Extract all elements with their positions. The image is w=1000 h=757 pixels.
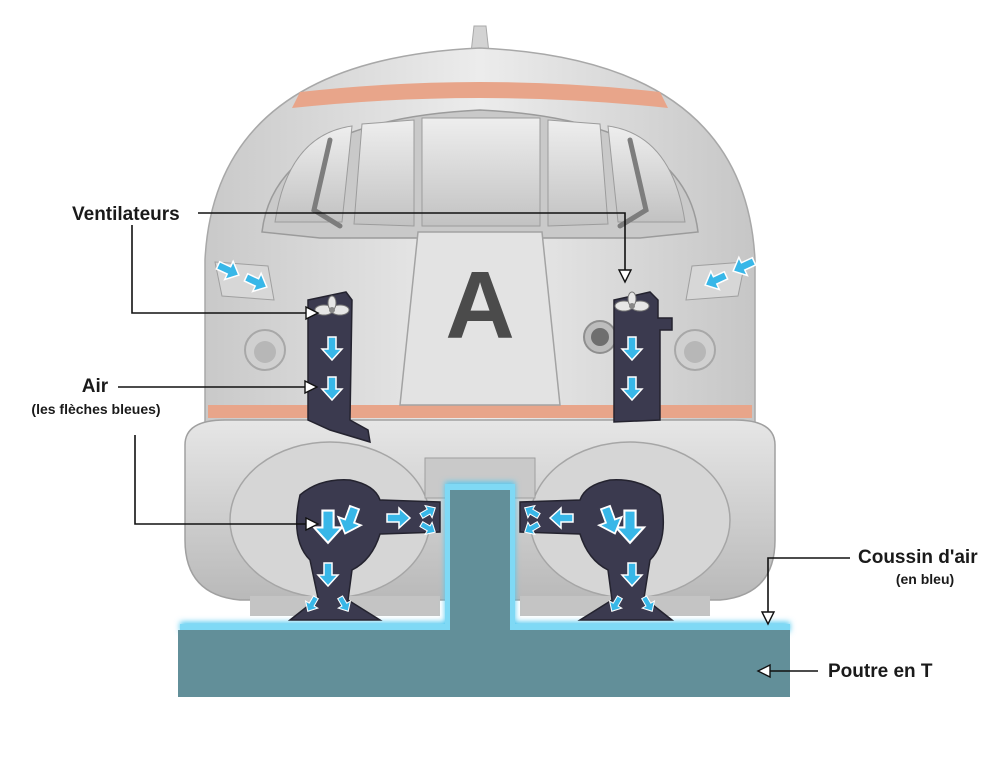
label-cushion-sub: (en bleu): [896, 571, 954, 587]
logo-letter: A: [445, 252, 514, 359]
vehicle-body: [205, 26, 755, 455]
label-air-sub: (les flèches bleues): [31, 401, 160, 417]
label-air: Air: [82, 376, 109, 397]
label-cushion: Coussin d'air: [858, 547, 978, 568]
label-beam: Poutre en T: [828, 661, 933, 682]
leader-cushion: [762, 558, 850, 624]
label-fans: Ventilateurs: [72, 204, 180, 225]
